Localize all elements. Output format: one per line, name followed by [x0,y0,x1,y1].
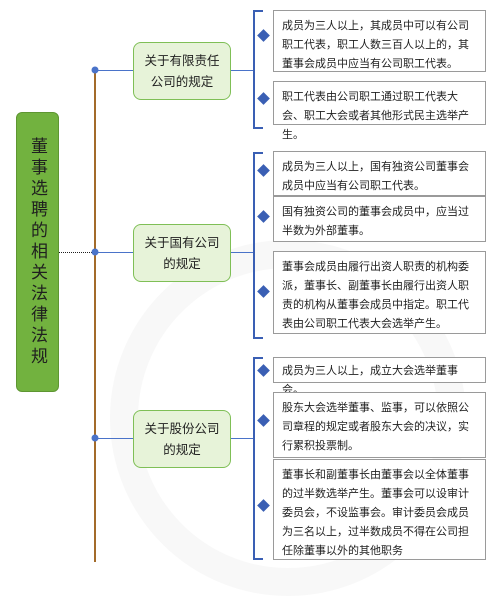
bracket-1 [253,10,263,129]
item-text: 国有独资公司的董事会成员中，应当过半数为外部董事。 [282,205,469,237]
category-label: 关于国有公司的规定 [144,235,220,271]
item-box: 成员为三人以上，国有独资公司董事会成员中应当有公司职工代表。 [273,151,486,196]
item-box: 股东大会选举董事、监事，可以依照公司章程的规定或者股东大会的决议，实行累积投票制… [273,392,486,458]
trunk-line [94,70,96,562]
branch-line-1 [95,70,133,71]
title-box: 董事选聘的相关法律法规 [16,112,59,392]
title-connector [59,252,94,253]
item-text: 董事长和副董事长由董事会以全体董事的过半数选举产生。董事会可以设审计委员会，不设… [282,468,469,557]
category-state-owned-company: 关于国有公司的规定 [133,224,231,282]
item-box: 职工代表由公司职工通过职工代表大会、职工大会或者其他形式民主选举产生。 [273,81,486,141]
item-text: 股东大会选举董事、监事，可以依照公司章程的规定或者股东大会的决议，实行累积投票制… [282,401,469,452]
item-box: 国有独资公司的董事会成员中，应当过半数为外部董事。 [273,196,486,242]
category-joint-stock-company: 关于股份公司的规定 [133,410,231,468]
item-box: 董事会成员由履行出资人职责的机构委派，董事长、副董事长由履行出资人职责的机构从董… [273,251,486,334]
category-connector-2 [231,252,253,253]
bracket-2 [253,152,263,339]
item-box: 成员为三人以上，其成员中可以有公司职工代表，职工人数三百人以上的，其董事会成员中… [273,10,486,72]
bracket-3 [253,357,263,560]
diagram-title: 董事选聘的相关法律法规 [27,136,47,368]
category-label: 关于有限责任公司的规定 [144,53,220,89]
category-connector-3 [231,438,253,439]
item-text: 董事会成员由履行出资人职责的机构委派，董事长、副董事长由履行出资人职责的机构从董… [282,260,469,330]
category-limited-company: 关于有限责任公司的规定 [133,42,231,100]
item-text: 成员为三人以上，其成员中可以有公司职工代表，职工人数三百人以上的，其董事会成员中… [282,19,469,70]
item-box: 董事长和副董事长由董事会以全体董事的过半数选举产生。董事会可以设审计委员会，不设… [273,459,486,560]
category-connector-1 [231,70,253,71]
branch-line-3 [95,438,133,439]
item-text: 职工代表由公司职工通过职工代表大会、职工大会或者其他形式民主选举产生。 [282,90,469,141]
item-box: 成员为三人以上，成立大会选举董事会。 [273,357,486,396]
category-label: 关于股份公司的规定 [144,421,220,457]
item-text: 成员为三人以上，国有独资公司董事会成员中应当有公司职工代表。 [282,160,469,192]
branch-line-2 [95,252,133,253]
